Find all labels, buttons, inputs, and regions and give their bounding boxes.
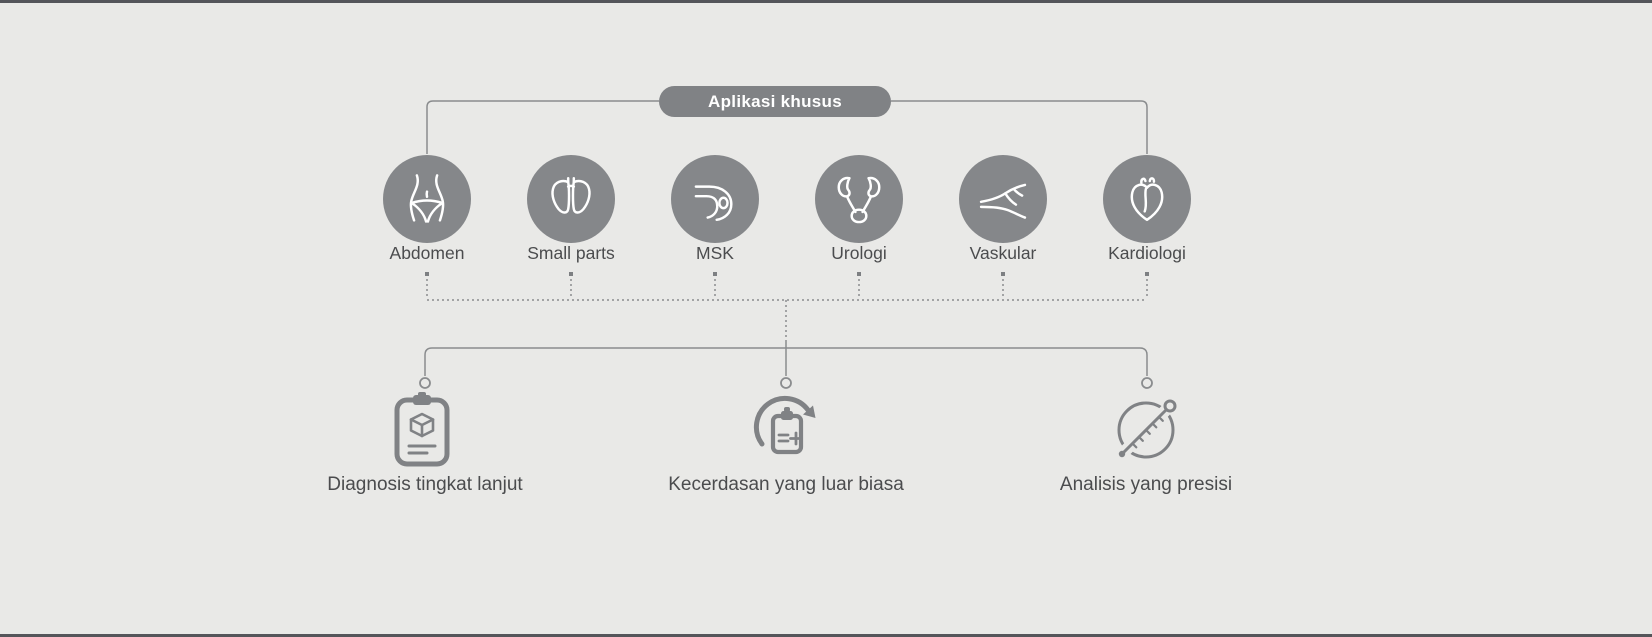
app-label-msk: MSK [696,243,734,263]
app-label-small-parts: Small parts [527,243,615,263]
feature-node-precise-analysis [1108,392,1184,472]
heart-icon [1130,177,1164,222]
feature-label-advanced-diagnosis: Diagnosis tingkat lanjut [327,474,523,495]
abdomen-icon [409,174,445,223]
app-label-vaskular: Vaskular [969,243,1037,263]
app-label-abdomen: Abdomen [389,243,465,263]
diagram-title: Aplikasi khusus [708,91,842,111]
clipboard-cube-icon [394,392,450,467]
app-label-urologi: Urologi [831,243,887,263]
app-node-kardiologi [1103,155,1191,243]
app-node-urologi [815,155,903,243]
feature-node-intelligence [748,392,824,472]
vascular-icon [979,183,1027,219]
knee-icon [694,185,733,222]
connector-lines [419,100,1153,389]
feature-node-advanced-diagnosis [389,392,465,472]
feature-label-precise-analysis: Analisis yang presisi [1059,474,1233,495]
app-node-vaskular [959,155,1047,243]
precision-ruler-icon [1114,398,1178,462]
thyroid-icon [551,176,591,214]
app-node-small-parts [527,155,615,243]
app-label-kardiologi: Kardiologi [1108,243,1186,263]
urinary-icon [837,176,881,224]
diagram-title-pill: Aplikasi khusus [659,86,891,117]
app-node-abdomen [383,155,471,243]
app-node-msk [671,155,759,243]
feature-label-intelligence: Kecerdasan yang luar biasa [668,474,904,495]
clipboard-refresh-icon [753,395,816,455]
